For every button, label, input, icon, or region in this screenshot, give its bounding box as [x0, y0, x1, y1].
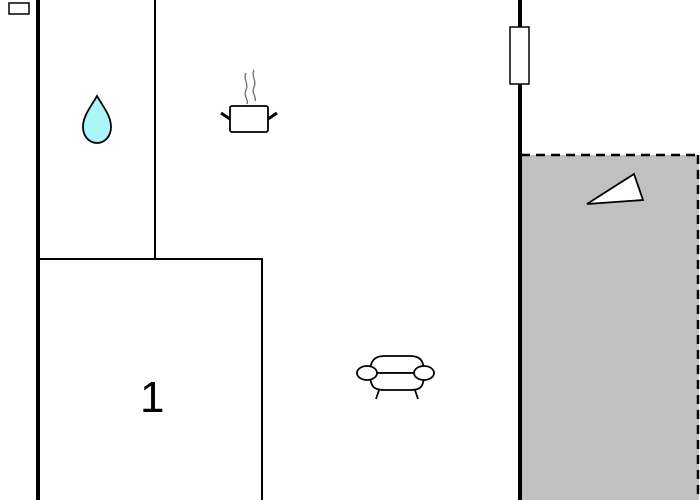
water-drop-icon	[82, 94, 112, 144]
window-right	[509, 26, 530, 85]
triangle-marker-icon	[586, 172, 645, 205]
terrace-area	[521, 155, 699, 500]
cooking-pot-icon	[220, 69, 278, 133]
window-top-left	[8, 2, 30, 15]
sofa-icon	[356, 355, 435, 400]
room-number-label: 1	[140, 373, 165, 422]
